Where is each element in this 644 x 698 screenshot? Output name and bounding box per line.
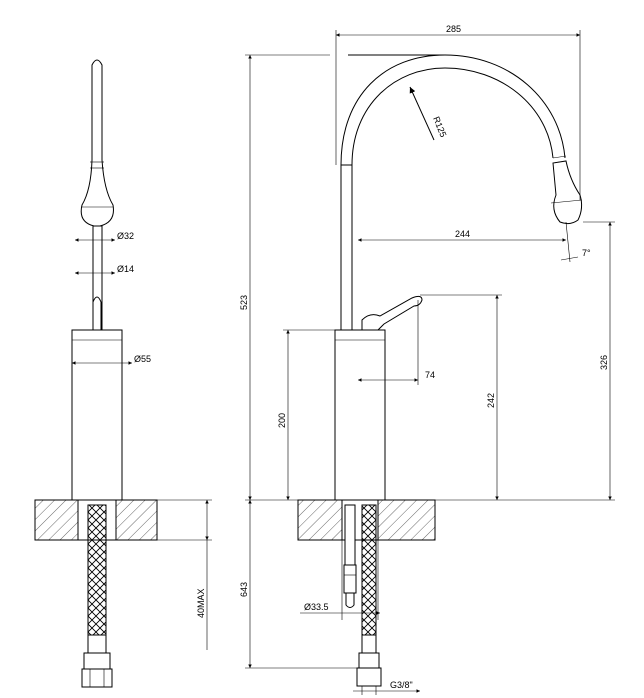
front-body [334,329,386,501]
side-spout [80,59,114,227]
dim-spout-angle: 7° [582,248,591,258]
dim-total-height: 523 [239,295,249,310]
front-aerator [552,160,583,225]
front-view: R125 285 244 7° 523 326 242 [239,24,615,695]
dim-spout-radius: R125 [431,115,448,139]
front-hose-nut [356,667,382,687]
front-threaded-rod [344,504,356,566]
front-spout [340,54,566,166]
aerator-line [550,199,583,204]
dim-line-spout-angle [560,256,579,261]
angle-reference-line [565,221,571,263]
dim-hose-length: 643 [239,582,249,597]
spout-ring-line [552,155,567,159]
dim-lever-height: 242 [486,393,496,408]
front-lever [361,295,423,331]
front-hose [361,504,377,636]
side-hose [87,504,107,636]
side-body [71,329,123,501]
front-stem [340,164,353,331]
front-hose-ferrule [361,634,377,654]
side-lever [92,296,102,331]
side-hose-nut [81,668,113,688]
dim-spout-reach: 244 [455,229,470,239]
front-spout-inner [351,67,554,166]
dim-reach-total: 285 [446,24,461,34]
dim-line-spout-radius [409,86,435,141]
dim-spout-height: 326 [599,355,609,370]
dim-body-diameter: Ø55 [134,354,151,364]
dim-spout-diameter: Ø32 [117,231,134,241]
dim-deck-thickness: 40MAX [196,588,206,618]
side-hose-ferrule [87,634,107,654]
dim-lever-length: 74 [425,370,435,380]
dim-hole-diameter: Ø33.5 [304,602,329,612]
dim-connection: G3/8" [390,680,413,690]
front-rod-nut [343,564,357,594]
dim-body-height: 200 [277,413,287,428]
front-hose-collar [358,652,380,669]
dim-stem-diameter: Ø14 [117,264,134,274]
front-rod-tip [345,592,355,608]
side-view: Ø32 Ø14 Ø55 40MAX [34,59,212,688]
side-hose-collar [83,652,111,670]
